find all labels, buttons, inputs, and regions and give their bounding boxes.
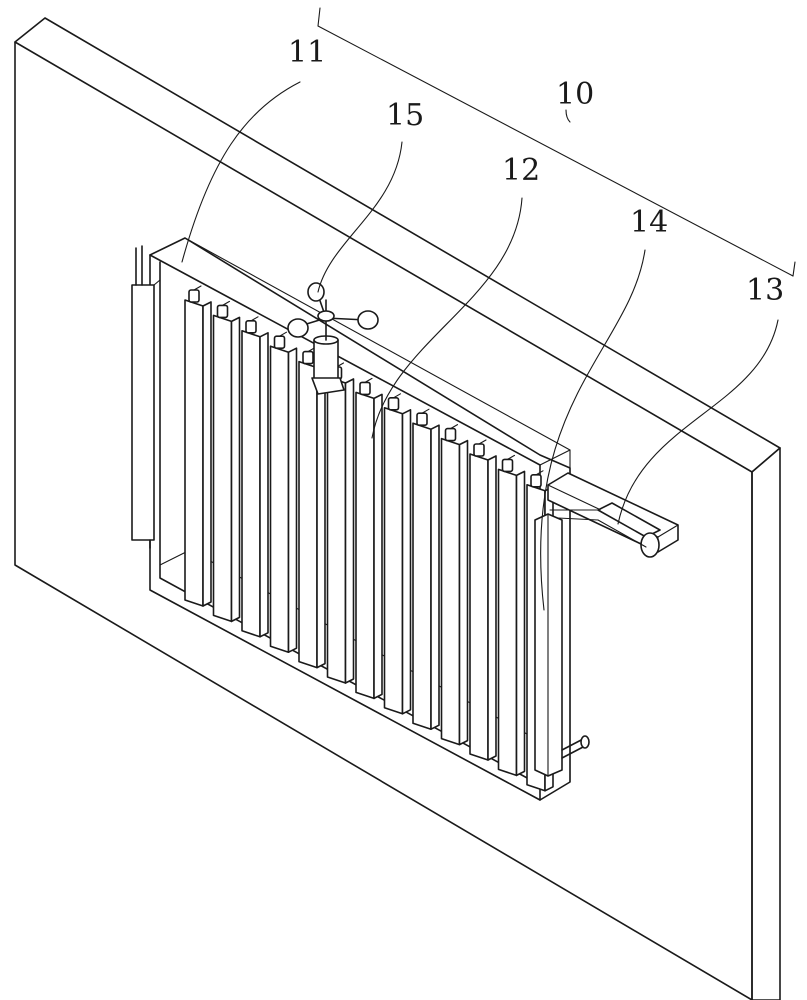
label-15: 15 (386, 98, 424, 133)
label-11: 11 (288, 35, 326, 70)
louver-blade (269, 331, 298, 654)
label-13: 13 (746, 273, 784, 308)
louver-blade (184, 285, 212, 607)
louver-blade (212, 300, 241, 623)
leader-11 (181, 81, 301, 263)
louver-blade (497, 454, 526, 777)
louver-blade (412, 408, 440, 731)
right-side-post (534, 513, 590, 777)
left-post (131, 245, 161, 549)
louver-blade (440, 424, 469, 746)
louver-blade (383, 393, 412, 715)
leader-12 (371, 197, 523, 439)
label-10: 10 (556, 77, 594, 112)
louver-blade (355, 377, 383, 700)
louver-blade (298, 347, 326, 669)
leader-15 (317, 141, 403, 293)
leader-10 (565, 109, 571, 123)
bracket-10 (317, 7, 796, 277)
leader-14 (540, 249, 646, 611)
louver-blade (241, 316, 269, 638)
wind-sensor (287, 282, 379, 395)
label-12: 12 (502, 153, 540, 188)
wall-panel (14, 17, 781, 1000)
louver-blade (469, 439, 497, 761)
part-labels: 11 15 10 12 14 13 (288, 35, 784, 308)
label-14: 14 (630, 205, 668, 240)
drive-motor (547, 472, 679, 558)
leader-13 (617, 319, 779, 525)
leader-lines (181, 81, 779, 611)
louver-blade (326, 362, 355, 684)
